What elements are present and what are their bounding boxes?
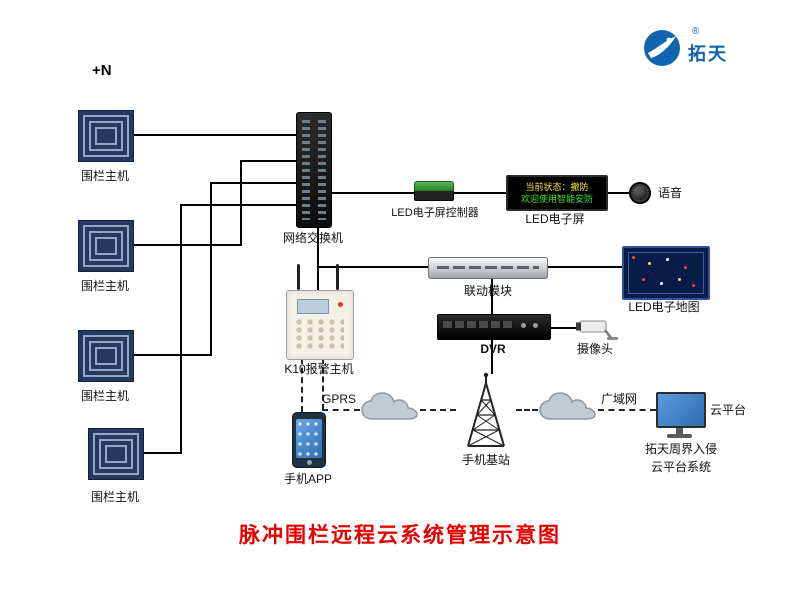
led-controller-device xyxy=(414,181,454,201)
phone-screen xyxy=(296,419,322,458)
wire-tower-cloud2-dashed xyxy=(516,409,538,411)
wire-linkage-dvr xyxy=(491,277,493,314)
led-controller-label: LED电子屏控制器 xyxy=(391,207,479,219)
k10-label: K10报警主机 xyxy=(284,362,354,376)
led-controller-base xyxy=(414,191,454,201)
camera-icon xyxy=(576,320,618,340)
network-switch-device xyxy=(296,112,332,228)
wire-host4-switch-h1 xyxy=(142,452,182,454)
led-screen-device: 当前状态：撤防 欢迎使用智能安防 xyxy=(506,175,608,211)
linkage-module-vents xyxy=(437,266,539,269)
cloud-system-caption-line1: 拓天周界入侵 xyxy=(644,442,717,456)
dvr-device xyxy=(437,314,551,340)
cloud-system-caption-line2: 云平台系统 xyxy=(650,460,711,474)
gprs-label: GPRS xyxy=(322,392,357,406)
k10-lcd xyxy=(297,299,329,314)
k10-antenna-right xyxy=(336,264,339,290)
cloud-icon-right xyxy=(539,392,596,420)
wire-host2-switch-h2 xyxy=(240,160,296,162)
led-screen-text-line1: 当前状态：撤防 xyxy=(525,182,589,192)
switch-ports-right xyxy=(318,120,326,220)
wire-linkage-ledmap xyxy=(546,266,622,268)
led-map-dots xyxy=(632,256,635,259)
wire-switch-k10 xyxy=(317,226,319,290)
phone-app-label: 手机APP xyxy=(283,472,332,486)
wire-host3-switch-h2 xyxy=(210,182,296,184)
led-screen-text-line2: 欢迎使用智能安防 xyxy=(520,194,593,204)
switch-ports-left xyxy=(302,120,310,220)
monitor-neck xyxy=(676,428,683,434)
k10-antenna-left xyxy=(297,264,300,290)
wire-cloud2-monitor-dashed xyxy=(598,409,656,411)
brand-logo-icon xyxy=(644,30,680,66)
network-switch-label: 网络交换机 xyxy=(282,231,343,245)
wire-dvr-basestation xyxy=(491,338,493,374)
registered-mark: ® xyxy=(692,26,700,37)
wire-k10-phone-dashed xyxy=(301,358,303,412)
brand-name: 拓天 xyxy=(688,44,728,64)
led-map-label: LED电子地图 xyxy=(628,300,700,314)
voice-label: 语音 xyxy=(657,186,682,200)
cloud-icon-left xyxy=(361,392,418,420)
fence-host-label-2: 围栏主机 xyxy=(80,279,129,293)
wire-gprs-cloud1-dashed xyxy=(322,409,360,411)
k10-alarm-host-device xyxy=(286,290,354,360)
phone-device xyxy=(292,412,326,468)
led-map-device xyxy=(622,246,710,300)
wire-switch-ledcontroller xyxy=(330,192,414,194)
monitor-base xyxy=(667,434,692,438)
brand-logo: ® 拓天 xyxy=(642,26,762,74)
led-map-frame xyxy=(628,252,704,294)
fence-host-label-3: 围栏主机 xyxy=(80,389,129,403)
fence-host-label-1: 围栏主机 xyxy=(80,169,129,183)
fence-host-device-1 xyxy=(78,110,134,162)
wire-host4-switch-v xyxy=(180,204,182,454)
led-screen-label: LED电子屏 xyxy=(525,212,585,226)
fence-host-device-4 xyxy=(88,428,144,480)
led-controller-top xyxy=(414,181,454,191)
plus-n-label: +N xyxy=(92,62,112,79)
base-station-label: 手机基站 xyxy=(461,453,510,467)
k10-status-led xyxy=(338,302,343,307)
fence-host-label-4: 围栏主机 xyxy=(90,490,139,504)
monitor-screen xyxy=(656,392,706,428)
linkage-module-device xyxy=(428,257,548,279)
wire-switch-linkage xyxy=(317,266,428,268)
base-station-tower-icon xyxy=(467,372,505,447)
wire-host3-switch-h1 xyxy=(132,354,212,356)
k10-keypad xyxy=(296,319,344,351)
wire-ledscreen-voice xyxy=(604,192,629,194)
fence-host-device-2 xyxy=(78,220,134,272)
wire-host3-switch-v xyxy=(210,182,212,356)
linkage-module-label: 联动模块 xyxy=(463,284,512,298)
dvr-label: DVR xyxy=(480,342,506,356)
diagram-title: 脉冲围栏远程云系统管理示意图 xyxy=(239,524,561,547)
camera-label: 摄像头 xyxy=(576,342,613,356)
phone-home-button xyxy=(306,460,312,465)
wire-cloud1-tower-dashed xyxy=(420,409,456,411)
dvr-knob-2 xyxy=(521,323,526,328)
wire-k10-gprs-dashed xyxy=(322,358,324,410)
fence-host-device-3 xyxy=(78,330,134,382)
wire-host2-switch-h1 xyxy=(132,244,242,246)
dvr-front-panel xyxy=(443,321,513,328)
wan-label: 广域网 xyxy=(601,392,638,406)
wire-ledcontroller-ledscreen xyxy=(454,192,506,194)
speaker-icon xyxy=(629,182,651,204)
wire-host4-switch-h2 xyxy=(180,204,296,206)
wire-dvr-camera xyxy=(549,327,576,329)
dvr-knob-1 xyxy=(533,323,538,328)
wire-host1-switch xyxy=(132,134,296,136)
cloud-platform-label: 云平台 xyxy=(710,403,747,417)
wire-host2-switch-v xyxy=(240,160,242,246)
cloud-platform-monitor xyxy=(656,392,706,440)
